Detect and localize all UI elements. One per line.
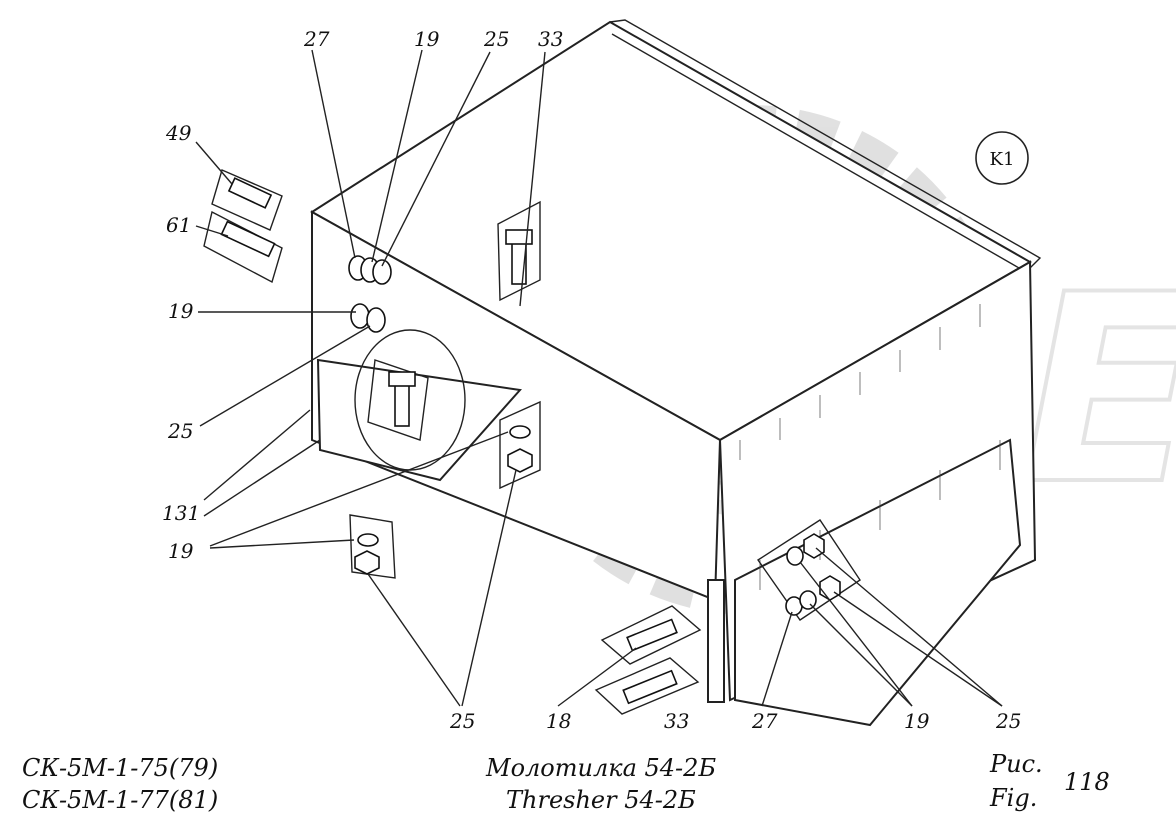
hardware-right-cluster bbox=[757, 519, 861, 621]
callout-18: 18 bbox=[546, 709, 571, 733]
panel-shading bbox=[739, 304, 1001, 590]
callout-61: 61 bbox=[166, 213, 191, 237]
callout-25-bottom: 25 bbox=[449, 709, 475, 733]
view-label-k1: K1 bbox=[975, 131, 1029, 185]
hardware-bolt-49 bbox=[211, 169, 283, 231]
hardware-bolt-33-bottom bbox=[594, 657, 700, 715]
hardware-washer-nut-mid bbox=[499, 400, 541, 490]
vertical-post bbox=[707, 579, 725, 703]
callout-19-left: 19 bbox=[168, 299, 194, 323]
callout-33-top: 33 bbox=[538, 27, 563, 51]
callout-labels: 27 19 25 33 49 61 19 25 131 19 25 18 33 … bbox=[162, 27, 1021, 733]
fig-ru: Рис. bbox=[989, 750, 1043, 778]
callout-25-left: 25 bbox=[167, 419, 193, 443]
callout-49: 49 bbox=[165, 121, 192, 145]
callout-19-top: 19 bbox=[414, 27, 440, 51]
mount-plate bbox=[316, 358, 522, 482]
hardware-side-washers bbox=[348, 255, 392, 333]
callout-27-top: 27 bbox=[303, 27, 330, 51]
lower-frame bbox=[734, 438, 1022, 727]
callout-131: 131 bbox=[162, 501, 200, 525]
callout-19-left-b: 19 bbox=[168, 539, 194, 563]
footer: СК-5М-1-75(79) СК-5М-1-77(81) Молотилка … bbox=[22, 750, 1110, 814]
fig-number: 118 bbox=[1064, 768, 1110, 796]
title-en: Thresher 54-2Б bbox=[506, 786, 696, 814]
hardware-bolt-61 bbox=[203, 210, 283, 284]
callout-25-bottom-b: 25 bbox=[995, 709, 1021, 733]
view-label-text: K1 bbox=[990, 149, 1015, 170]
title-ru: Молотилка 54-2Б bbox=[485, 754, 716, 782]
thresher-housing bbox=[310, 19, 1042, 727]
hardware-bolt-131 bbox=[367, 359, 429, 441]
fig-en: Fig. bbox=[989, 784, 1037, 812]
hardware-washer-nut-low bbox=[349, 514, 396, 579]
hardware-bolt-18 bbox=[600, 605, 702, 665]
model-line-1: СК-5М-1-75(79) bbox=[22, 754, 218, 782]
callout-33-bottom: 33 bbox=[664, 709, 689, 733]
callout-19-bottom: 19 bbox=[904, 709, 930, 733]
callout-27-bottom: 27 bbox=[751, 709, 778, 733]
hardware-bolt-33-top bbox=[497, 200, 541, 302]
leader-lines bbox=[195, 49, 1003, 707]
callout-25-top: 25 bbox=[483, 27, 509, 51]
model-line-2: СК-5М-1-77(81) bbox=[22, 786, 218, 814]
